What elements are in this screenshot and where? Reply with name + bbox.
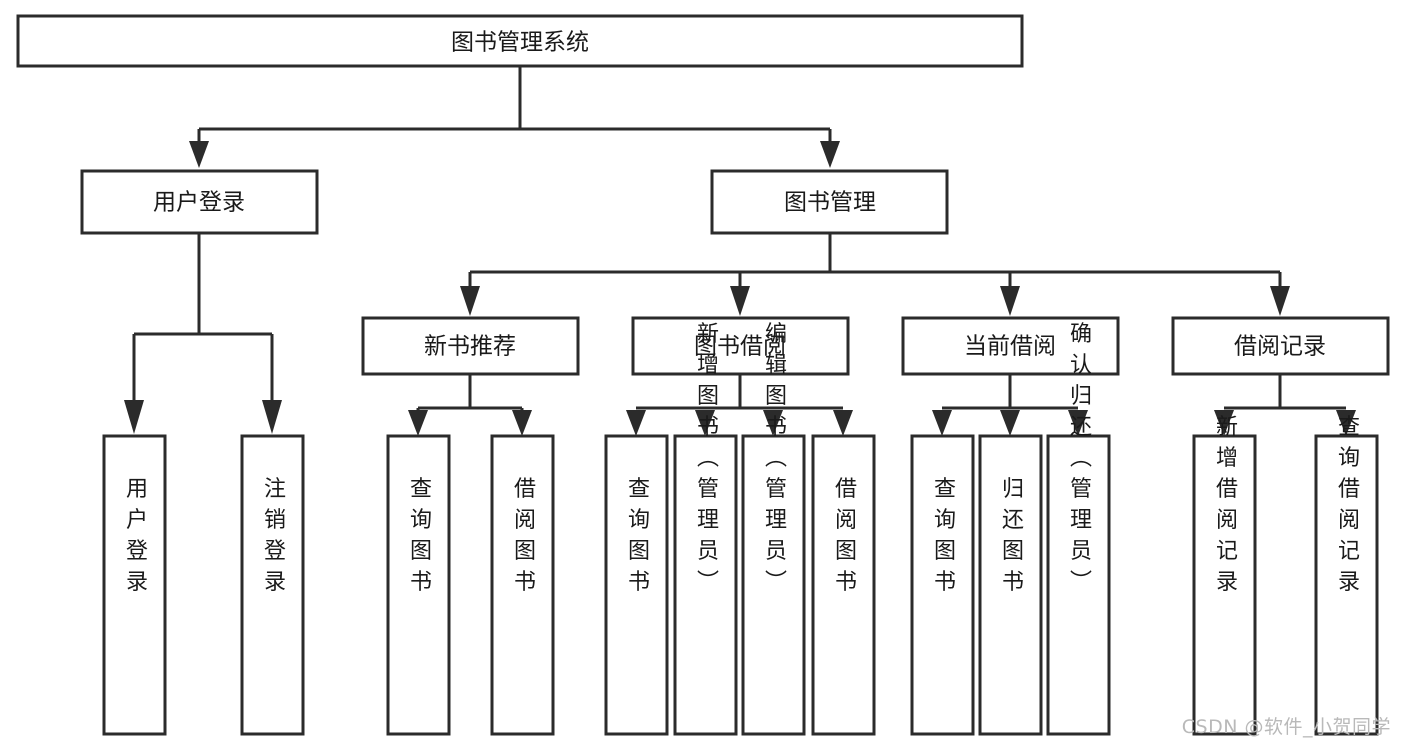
node-book-borrow[interactable]: 图书借阅 [631, 316, 850, 376]
leaf-node-book-borrow-3[interactable]: 编辑图书（管理员） [741, 322, 806, 736]
connector-group-current-borrow [932, 374, 1088, 436]
connector-group-user-login [124, 234, 282, 434]
node-root-box[interactable] [16, 14, 1024, 68]
node-user-login-label: 用户登录 [153, 190, 245, 216]
node-root[interactable]: 图书管理系统 [16, 14, 1024, 68]
leaf-node-borrow-record-2[interactable]: 查询借阅记录 [1314, 415, 1379, 736]
leaf-node-current-borrow-2[interactable]: 归还图书 [978, 434, 1043, 736]
leaf-node-book-borrow-1[interactable]: 查询图书 [604, 434, 669, 736]
leaf-new-book-2-box[interactable] [490, 434, 555, 736]
connector-group-book-mgmt [460, 234, 1290, 316]
arrow-head-current-borrow [1000, 286, 1020, 316]
node-user-login[interactable]: 用户登录 [80, 169, 319, 235]
node-borrow-record[interactable]: 借阅记录 [1171, 316, 1390, 376]
leaf-new-book-1-box[interactable] [386, 434, 451, 736]
arrow-head-cb-leaf-3 [1068, 410, 1088, 436]
node-book-management-box[interactable] [710, 169, 949, 235]
leaf-node-book-borrow-2[interactable]: 新增图书（管理员） [673, 322, 738, 736]
arrow-head-bb-leaf-4 [833, 410, 853, 436]
leaf-user-login-2-label: 注销登录 [260, 477, 286, 601]
leaf-node-new-book-1[interactable]: 查询图书 [386, 434, 451, 736]
node-new-book-recommend-label: 新书推荐 [424, 334, 516, 360]
node-book-borrow-box[interactable] [631, 316, 850, 376]
leaf-user-login-1-box[interactable] [102, 434, 167, 736]
node-current-borrow[interactable]: 当前借阅 [901, 316, 1120, 376]
leaf-book-borrow-1-label: 查询图书 [624, 477, 650, 601]
leaf-book-borrow-2-box[interactable] [673, 434, 738, 736]
leaf-node-current-borrow-3[interactable]: 确认归还（管理员） [1046, 322, 1111, 736]
leaf-book-borrow-2-label: 新增图书（管理员） [693, 322, 719, 601]
node-root-label: 图书管理系统 [451, 30, 589, 56]
leaf-borrow-record-2-label: 查询借阅记录 [1334, 415, 1360, 601]
arrow-head-book-borrow [730, 286, 750, 316]
leaf-current-borrow-3-label: 确认归还（管理员） [1066, 322, 1092, 601]
node-new-book-recommend-box[interactable] [361, 316, 580, 376]
connector-group-borrow-record [1214, 374, 1356, 436]
arrow-head-bb-leaf-3 [763, 410, 783, 436]
leaf-node-user-login-2[interactable]: 注销登录 [240, 434, 305, 736]
arrow-head-book-mgmt [820, 141, 840, 168]
arrow-head-user-login [189, 141, 209, 168]
leaf-borrow-record-2-box[interactable] [1314, 434, 1379, 736]
arrow-head-borrow-record [1270, 286, 1290, 316]
arrow-head-br-leaf-1 [1214, 410, 1234, 436]
leaf-book-borrow-4-label: 借阅图书 [831, 477, 857, 601]
connector-group-book-borrow [626, 374, 853, 436]
leaf-user-login-2-box[interactable] [240, 434, 305, 736]
connector-group-root [189, 66, 840, 168]
leaf-node-user-login-1[interactable]: 用户登录 [102, 434, 167, 736]
node-book-management[interactable]: 图书管理 [710, 169, 949, 235]
leaf-user-login-1-label: 用户登录 [122, 477, 148, 601]
node-current-borrow-label: 当前借阅 [964, 334, 1056, 360]
arrow-head-bb-leaf-1 [626, 410, 646, 436]
arrow-head-cb-leaf-2 [1000, 410, 1020, 436]
node-borrow-record-label: 借阅记录 [1234, 334, 1326, 360]
arrow-head-br-leaf-2 [1336, 410, 1356, 436]
leaf-current-borrow-2-box[interactable] [978, 434, 1043, 736]
leaf-borrow-record-1-box[interactable] [1192, 434, 1257, 736]
watermark-text: CSDN @软件_小贺同学 [1181, 716, 1391, 738]
leaf-current-borrow-1-label: 查询图书 [930, 477, 956, 601]
leaf-node-book-borrow-4[interactable]: 借阅图书 [811, 434, 876, 736]
node-book-borrow-label: 图书借阅 [694, 334, 786, 360]
leaf-current-borrow-1-box[interactable] [910, 434, 975, 736]
arrow-head-nb-leaf-1 [408, 410, 428, 436]
node-current-borrow-box[interactable] [901, 316, 1120, 376]
leaf-node-borrow-record-1[interactable]: 新增借阅记录 [1192, 415, 1257, 736]
leaf-borrow-record-1-label: 新增借阅记录 [1212, 415, 1238, 601]
leaf-current-borrow-2-label: 归还图书 [998, 477, 1024, 601]
arrow-head-new-book [460, 286, 480, 316]
arrow-head-bb-leaf-2 [695, 410, 715, 436]
connector-group-new-book [408, 374, 532, 436]
leaf-current-borrow-3-box[interactable] [1046, 434, 1111, 736]
leaf-book-borrow-3-box[interactable] [741, 434, 806, 736]
leaf-new-book-1-label: 查询图书 [406, 477, 432, 601]
leaf-node-new-book-2[interactable]: 借阅图书 [490, 434, 555, 736]
leaf-node-current-borrow-1[interactable]: 查询图书 [910, 434, 975, 736]
arrow-head-leaf-user-login-1 [124, 400, 144, 434]
node-book-management-label: 图书管理 [784, 190, 876, 216]
leaf-book-borrow-1-box[interactable] [604, 434, 669, 736]
leaf-new-book-2-label: 借阅图书 [510, 477, 536, 601]
leaf-book-borrow-3-label: 编辑图书（管理员） [761, 322, 787, 601]
node-user-login-box[interactable] [80, 169, 319, 235]
leaf-book-borrow-4-box[interactable] [811, 434, 876, 736]
arrow-head-nb-leaf-2 [512, 410, 532, 436]
node-borrow-record-box[interactable] [1171, 316, 1390, 376]
arrow-head-cb-leaf-1 [932, 410, 952, 436]
arrow-head-leaf-user-login-2 [262, 400, 282, 434]
node-new-book-recommend[interactable]: 新书推荐 [361, 316, 580, 376]
